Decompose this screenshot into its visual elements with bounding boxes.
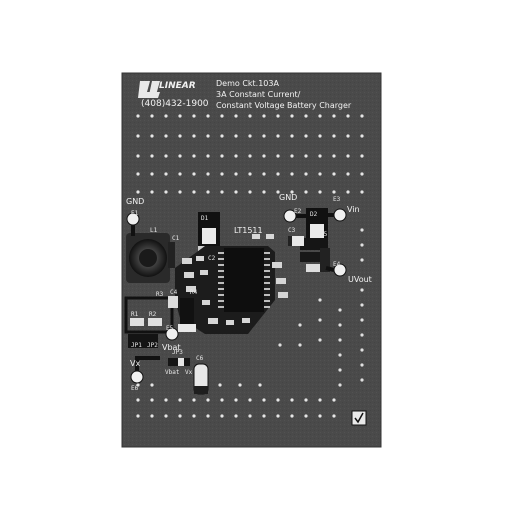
- sense-resistors: [124, 296, 196, 348]
- silk-jp1: JP1: [131, 342, 142, 349]
- silk-jp3: JP3: [172, 349, 183, 356]
- silk-c6: C6: [196, 355, 204, 362]
- board-title-line1: Demo Ckt.103A: [216, 79, 279, 88]
- diode-d2: [300, 208, 328, 250]
- vout-label: UVout: [348, 275, 372, 284]
- silk-c5: C5: [320, 231, 328, 238]
- via-grid-top: [136, 114, 364, 194]
- silk-r2: R2: [149, 311, 157, 318]
- silk-d1: D1: [201, 215, 209, 222]
- silk-r4: R4: [190, 289, 198, 296]
- silk-e1: E1: [131, 210, 139, 217]
- silk-l1: L1: [150, 227, 158, 234]
- output-components: [300, 248, 330, 272]
- silk-d2: D2: [310, 211, 318, 218]
- silk-r1: R1: [131, 311, 139, 318]
- vin-label: Vin: [347, 205, 360, 214]
- silk-c4: C4: [170, 289, 178, 296]
- silk-e3: E3: [333, 196, 341, 203]
- capacitor-c6: [193, 363, 209, 395]
- terminal-traces: [131, 213, 335, 371]
- capacitor-c5: [288, 236, 304, 246]
- silk-jp2: JP2: [147, 342, 158, 349]
- silk-c3: C3: [288, 227, 296, 234]
- silk-e4: E4: [333, 261, 341, 268]
- board-title-line3: Constant Voltage Battery Charger: [216, 101, 352, 110]
- chip-label: LT1511: [234, 226, 263, 235]
- silk-e6: E6: [131, 385, 139, 392]
- silk-c1: C1: [172, 235, 180, 242]
- via-grid-bottom: [136, 383, 336, 418]
- vbat-jumper-label: Vbat: [165, 369, 180, 376]
- phone-number: (408)432-1900: [141, 99, 209, 109]
- vx-jumper-label: Vx: [185, 369, 193, 376]
- gnd-right-label: GND: [279, 193, 298, 202]
- silk-e5: E5: [166, 325, 174, 332]
- silk-r3: R3: [156, 291, 164, 298]
- via-grid-right: [278, 228, 364, 387]
- silk-e2: E2: [294, 208, 302, 215]
- jumper-jp3: [168, 358, 190, 366]
- ic-lt1511: [218, 248, 270, 312]
- vbat-label: Vbat: [162, 343, 181, 352]
- linear-technology-logo: [138, 81, 160, 98]
- vx-label: Vx: [130, 359, 141, 368]
- inductor-l1: [126, 233, 175, 283]
- check-box-mark: [351, 410, 367, 426]
- logo-text: LINEAR: [159, 81, 196, 91]
- board-title-line2: 3A Constant Current/: [216, 90, 301, 99]
- silk-c2: C2: [208, 255, 216, 262]
- gnd-left-label: GND: [126, 197, 145, 206]
- smd-components: [182, 234, 288, 325]
